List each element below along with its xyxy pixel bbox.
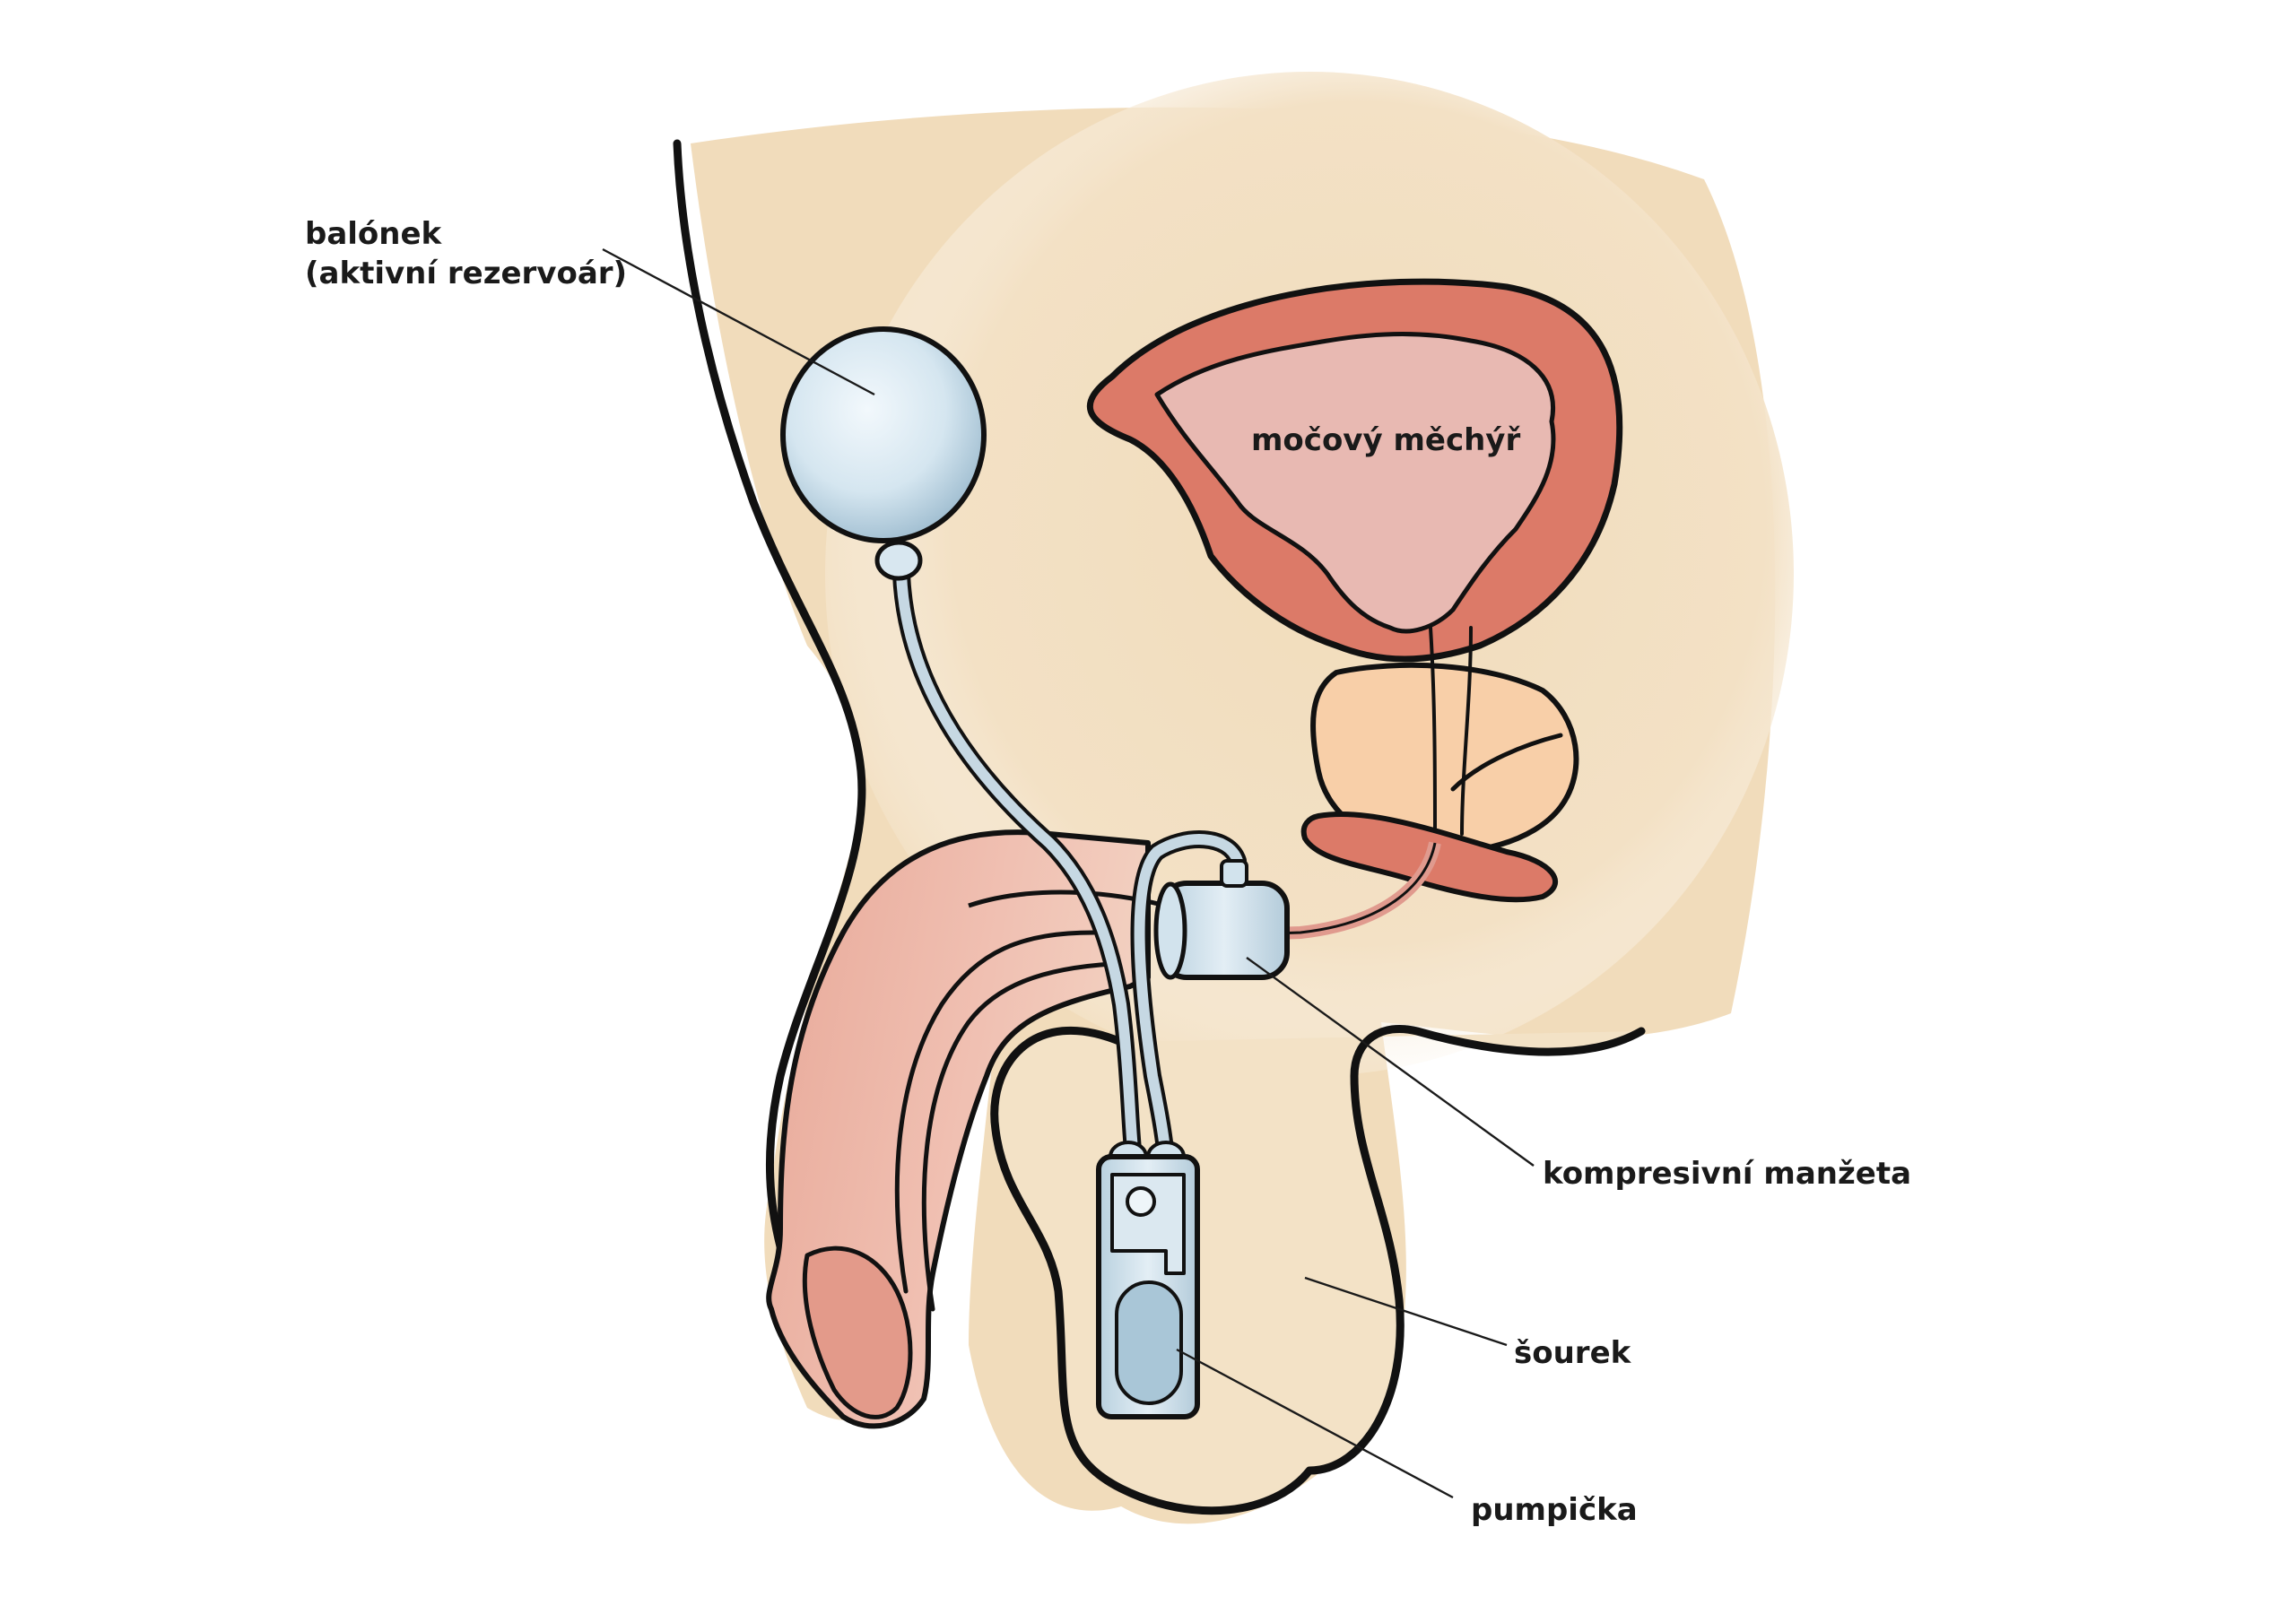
cuff-tube-fill — [1134, 834, 1243, 1171]
label-scrotum: šourek — [1514, 1335, 1632, 1371]
scrotum-outline — [990, 1024, 1646, 1515]
penis-glans — [802, 1245, 913, 1419]
abdomen-outline — [673, 139, 866, 1251]
label-pump: pumpička — [1471, 1492, 1638, 1528]
label-bladder: močový měchýř — [1251, 422, 1520, 458]
balloon-neck — [874, 540, 923, 581]
pump — [1096, 1141, 1200, 1419]
label-balloon: balónek (aktivní rezervoár) — [305, 216, 627, 291]
bladder-lumen — [1154, 332, 1556, 634]
leader-pump — [1176, 1348, 1454, 1499]
compression-cuff — [1153, 859, 1290, 980]
prostate-body — [1310, 662, 1579, 855]
label-balloon-line1: balónek — [305, 216, 443, 252]
leader-balloon — [602, 247, 875, 396]
urethra-channel — [894, 930, 1097, 1294]
cuff-end — [1153, 881, 1187, 980]
urethra-channel-inner — [921, 961, 1115, 1312]
penis — [766, 829, 1167, 1429]
balloon-reservoir — [780, 326, 987, 581]
pump-button — [1126, 1186, 1156, 1217]
balloon-tube-fill — [896, 568, 1140, 1171]
cuff-connector — [1220, 859, 1248, 888]
leader-cuff — [1246, 957, 1535, 1167]
prostate — [1310, 626, 1579, 855]
label-cuff: kompresivní manžeta — [1543, 1156, 1911, 1192]
urethra-through-prostate — [1429, 626, 1473, 836]
balloon-body — [780, 326, 987, 543]
bladder — [1086, 278, 1623, 663]
label-balloon-line2: (aktivní rezervoár) — [305, 256, 627, 291]
leader-scrotum — [1304, 1276, 1508, 1347]
urethra-outline — [1165, 842, 1437, 939]
pump-bulb — [1115, 1280, 1183, 1405]
